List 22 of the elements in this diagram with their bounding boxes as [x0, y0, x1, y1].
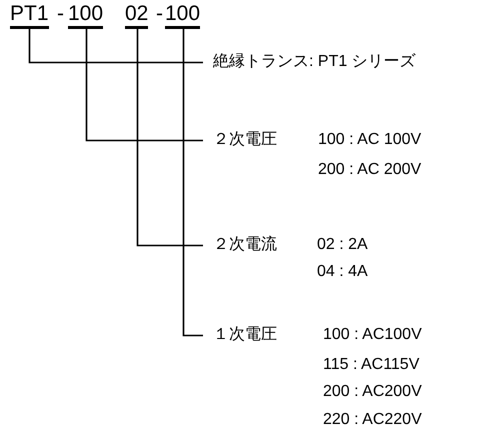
spec-value: 115 : AC115V: [323, 355, 420, 375]
code-segment: PT1: [10, 2, 49, 29]
spec-heading: ２次電圧: [213, 130, 277, 150]
leader-line: [136, 29, 203, 246]
code-segment: 02: [125, 2, 148, 29]
leader-line: [86, 29, 203, 142]
spec-heading: １次電圧: [213, 325, 277, 345]
spec-value: 200 : AC 200V: [318, 160, 422, 180]
separator-text: -: [156, 2, 163, 26]
separator-text: -: [57, 2, 64, 26]
code-segment: 100: [165, 2, 200, 29]
spec-heading: ２次電流: [213, 235, 277, 255]
leader-line: [28, 29, 203, 64]
spec-heading: 絶縁トランス: PT1 シリーズ: [213, 52, 416, 72]
spec-value: 02 : 2A: [317, 235, 368, 255]
code-segment: 100: [68, 2, 104, 29]
spec-value: 100 : AC 100V: [318, 130, 422, 150]
spec-value: 100 : AC100V: [323, 325, 422, 345]
spec-value: 04 : 4A: [317, 262, 368, 282]
spec-value: 220 : AC220V: [323, 410, 422, 430]
leader-line: [182, 29, 203, 336]
spec-value: 200 : AC200V: [323, 382, 422, 402]
